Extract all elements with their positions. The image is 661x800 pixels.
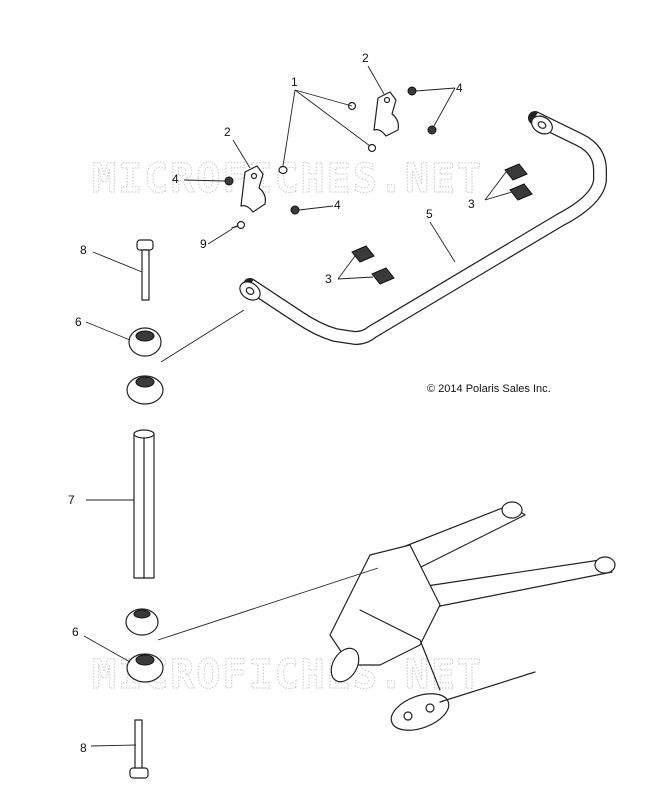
bracket-upper — [373, 91, 399, 137]
nut-4a — [407, 86, 417, 96]
bushing-upper-right — [504, 163, 533, 201]
callout-1: 1 — [291, 75, 298, 89]
callout-4-upper: 4 — [456, 81, 463, 95]
callout-8-upper: 8 — [80, 243, 87, 257]
mount-lower — [125, 608, 159, 636]
watermark-top: MICROFICHES.NET — [92, 156, 483, 202]
callout-5: 5 — [426, 207, 433, 221]
bushing-6-lower — [126, 653, 164, 683]
screw-9 — [231, 220, 246, 230]
callout-6-lower: 6 — [72, 625, 79, 639]
callout-2-upper: 2 — [362, 51, 369, 65]
leader-lines — [83, 65, 513, 747]
copyright-text: © 2014 Polaris Sales Inc. — [427, 383, 551, 395]
bolt-1c — [278, 165, 288, 175]
callout-4-left: 4 — [172, 172, 179, 186]
callout-4-right: 4 — [334, 198, 341, 212]
trailing-arm-assembly — [329, 501, 616, 731]
callout-7: 7 — [68, 493, 75, 507]
nut-4b — [427, 125, 437, 135]
callout-3-lower: 3 — [325, 272, 332, 286]
callout-2-lower: 2 — [224, 125, 231, 139]
bolt-8-bottom — [129, 719, 149, 779]
callout-3-upper: 3 — [468, 197, 475, 211]
link-rod-7 — [133, 429, 155, 579]
mount-upper — [126, 375, 164, 405]
bolt-8-top — [136, 239, 154, 301]
bushing-6-upper — [128, 327, 162, 357]
callout-9: 9 — [200, 237, 207, 251]
bracket-lower — [240, 165, 266, 213]
callout-8-lower: 8 — [80, 741, 87, 755]
callout-6-upper: 6 — [75, 315, 82, 329]
nut-4c — [224, 176, 234, 186]
nut-4d — [290, 205, 300, 215]
stabilizer-bar — [239, 111, 607, 345]
bushing-middle — [351, 245, 395, 285]
bolt-1b — [367, 143, 377, 153]
